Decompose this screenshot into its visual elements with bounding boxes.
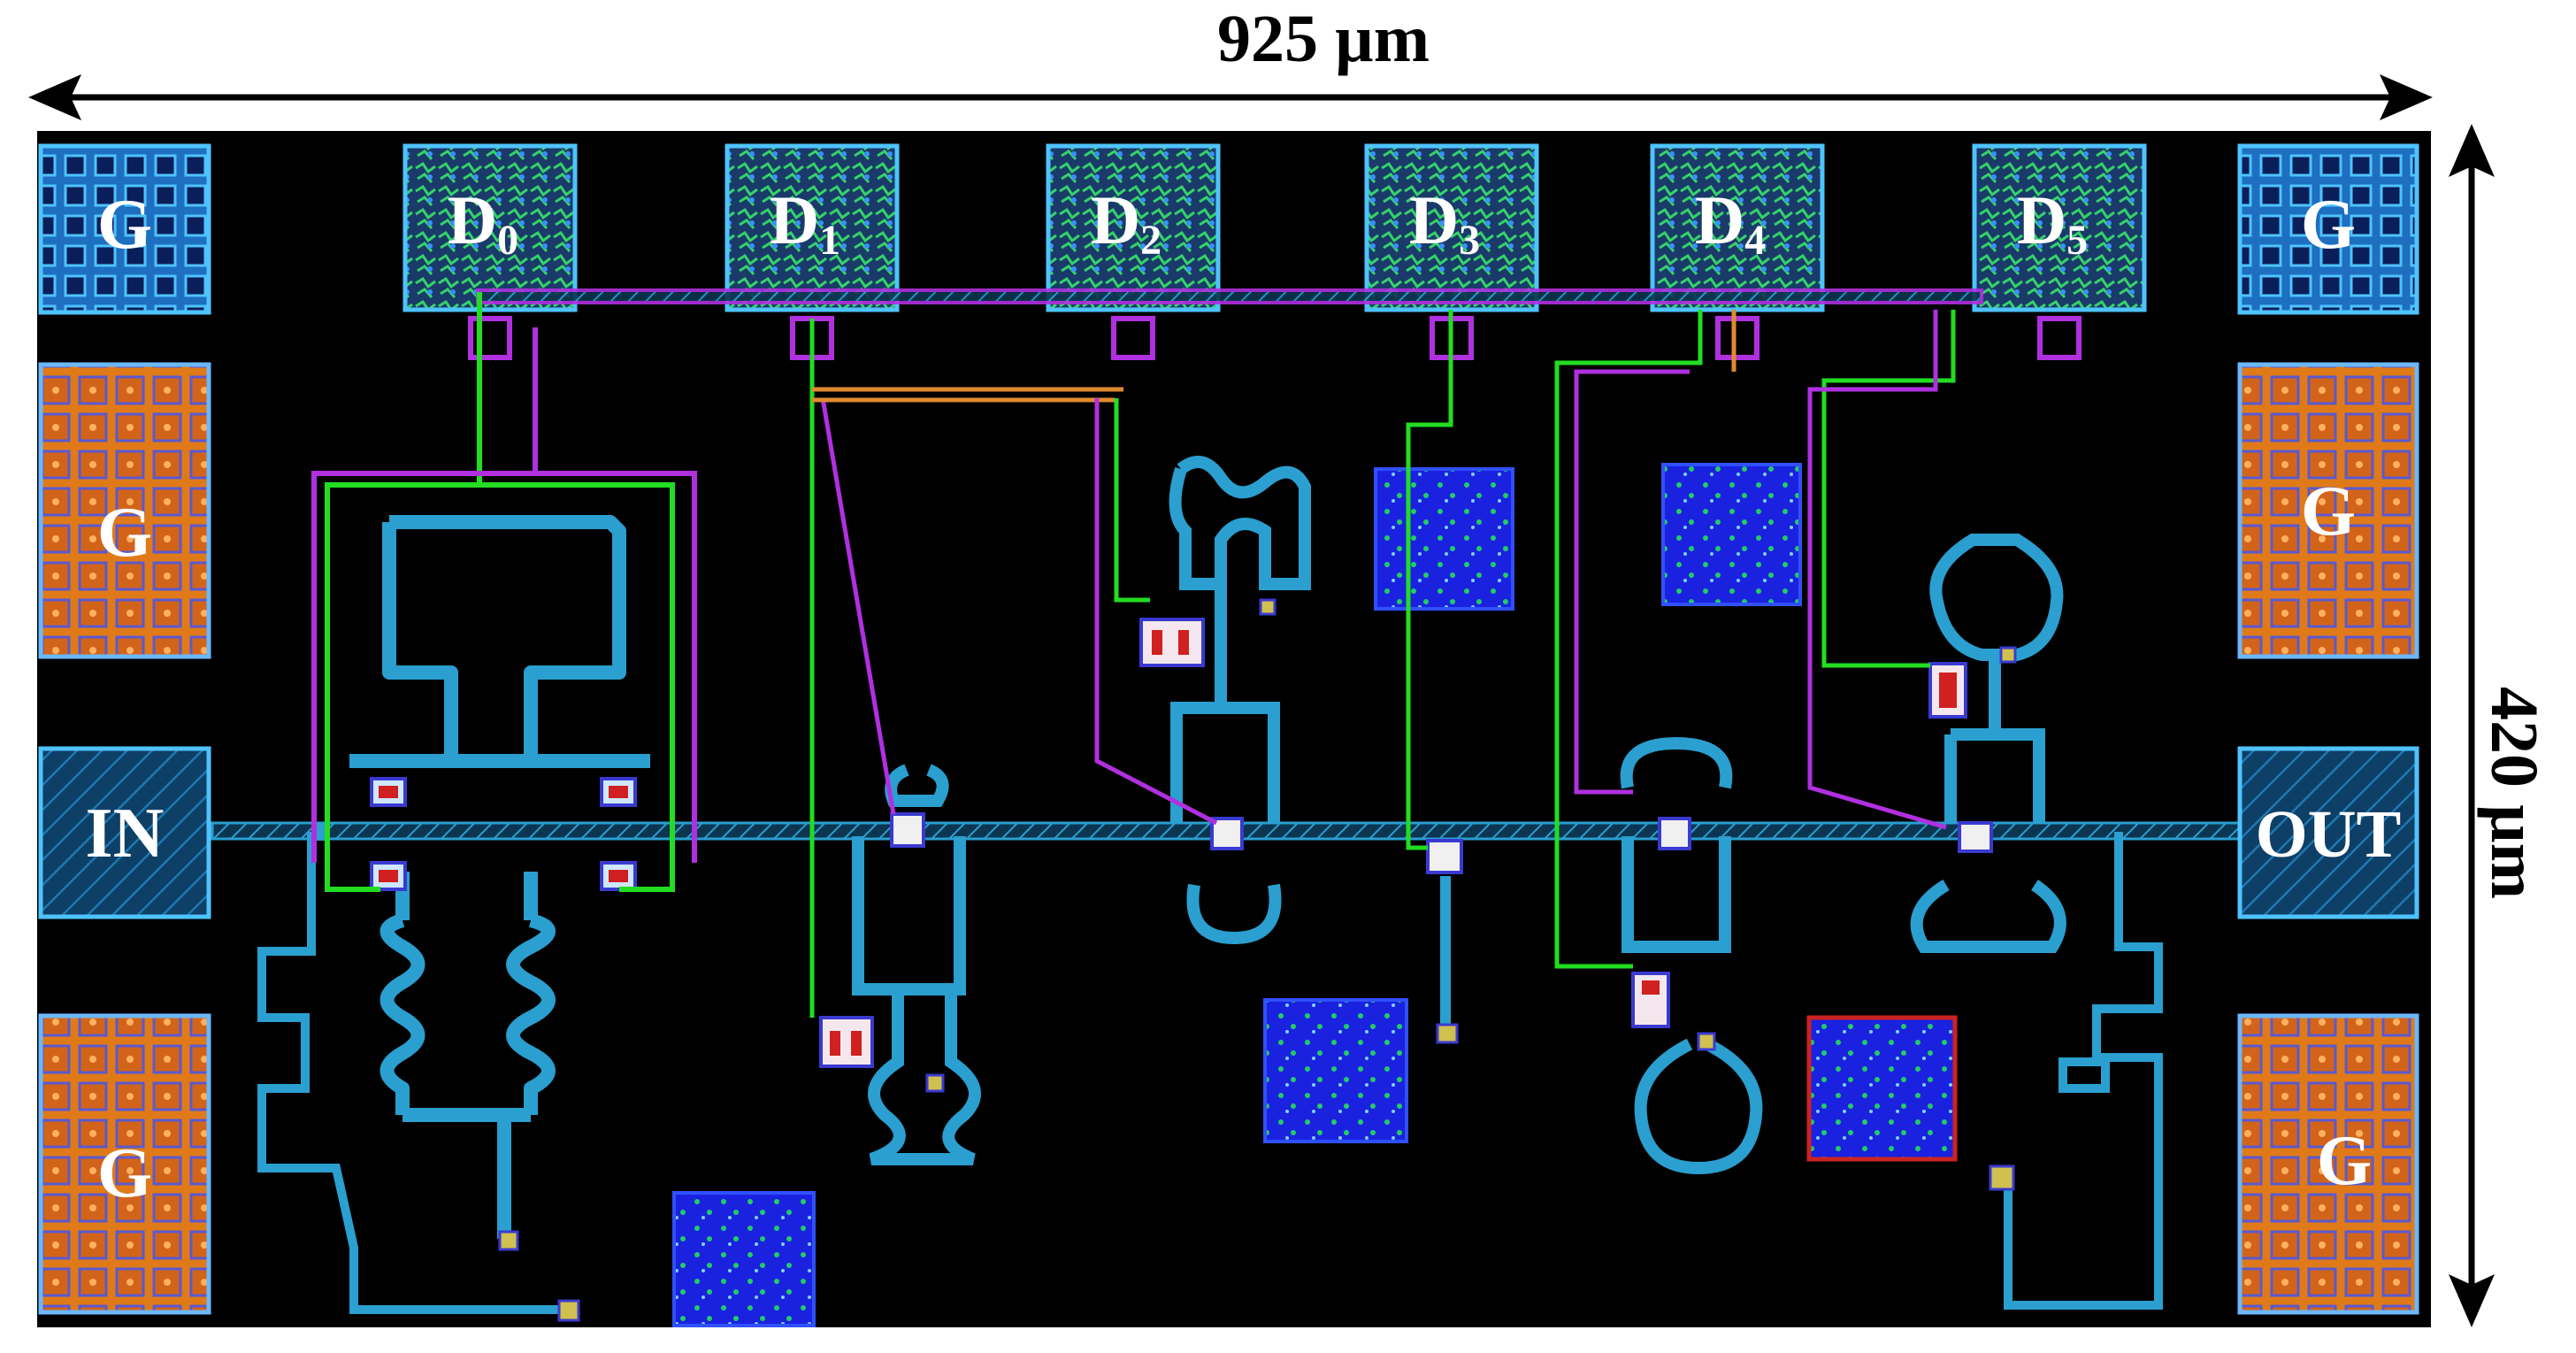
transistor-stage-5 [1958, 821, 1993, 853]
ground-label: G [97, 1134, 152, 1212]
drain-pad-label: D0 [448, 181, 518, 264]
stage-4-bias-lines [1554, 310, 1736, 969]
drain-pad-4: D4 [1650, 143, 1825, 360]
ground-pad-top-left: G [38, 143, 211, 315]
ground-label: G [2301, 186, 2356, 264]
drain-pad-label: D4 [1695, 181, 1766, 264]
via-contacts [498, 598, 2017, 1322]
ground-label: G [97, 186, 152, 264]
transistor-stage-0-b [600, 777, 637, 807]
ground-pad-bottom-right: G [2237, 1013, 2419, 1315]
transistor-stage-0-a [370, 777, 407, 807]
drain-pad-2: D2 [1046, 143, 1221, 360]
transistor-stage-0-d [600, 861, 637, 891]
stage-2-network [1169, 456, 1311, 945]
transistor-stage-0-c [370, 861, 407, 891]
output-pad: OUT [2237, 746, 2419, 919]
output-label: OUT [2256, 797, 2402, 872]
ground-pad-bottom-left: G [38, 1013, 211, 1315]
transistor-stage-1 [890, 812, 925, 848]
stage-3-bias-lines [1406, 310, 1453, 850]
stage-4-bias-cap [1631, 972, 1670, 1028]
capacitor-1 [1374, 467, 1514, 611]
ground-pad-mid-left: G [38, 362, 211, 659]
stage-0-bias-lines [311, 292, 697, 892]
stage-0-network [316, 515, 650, 1239]
stage-5-network [1910, 534, 2066, 953]
output-meander [2004, 832, 2163, 1310]
drain-pad-0: D0 [402, 143, 578, 360]
dc-bias-bus [476, 288, 1983, 304]
capacitor-2 [1661, 463, 1802, 606]
drain-pad-5: D5 [1972, 143, 2147, 360]
chip-width-label: 925 µm [1217, 2, 1430, 76]
transistor-stage-3 [1426, 839, 1463, 874]
input-pad: IN [38, 746, 211, 919]
stage-2-bias-cap [1139, 618, 1205, 667]
stage-4-network [1620, 736, 1763, 1175]
drain-pad-1: D1 [724, 143, 900, 360]
ground-pad-top-right: G [2237, 143, 2419, 315]
stage-5-bias-lines [1807, 310, 1956, 830]
width-dimension-arrow [28, 74, 2433, 120]
ground-label: G [97, 494, 152, 572]
input-label: IN [86, 795, 165, 873]
transistor-stage-2 [1210, 817, 1244, 850]
drain-pad-label: D2 [1091, 181, 1162, 264]
drain-pad-label: D1 [770, 181, 840, 264]
capacitor-3 [1263, 998, 1408, 1143]
stage-5-bias-cap [1928, 662, 1967, 719]
height-dimension-arrow [2449, 124, 2495, 1327]
stage-1-network [852, 764, 981, 1165]
drain-pad-3: D3 [1364, 143, 1539, 360]
ground-label: G [2301, 473, 2356, 550]
drain-pad-row: D0 D1 D2 D3 D4 D5 [402, 143, 2147, 360]
stage-2-bias-lines [1094, 398, 1218, 826]
stage-0-meander-left [257, 832, 566, 1314]
drain-pad-label: D5 [2017, 181, 2088, 264]
transistor-stage-4 [1658, 817, 1691, 850]
stage-1-bias-lines [809, 319, 1123, 1018]
drain-pad-label: D3 [1409, 181, 1480, 264]
capacitor-4 [1806, 1015, 1958, 1162]
capacitor-5 [672, 1191, 816, 1327]
ground-pad-mid-right: G [2237, 362, 2419, 659]
stage-1-bias-cap [819, 1016, 874, 1068]
ground-label: G [2317, 1122, 2372, 1200]
